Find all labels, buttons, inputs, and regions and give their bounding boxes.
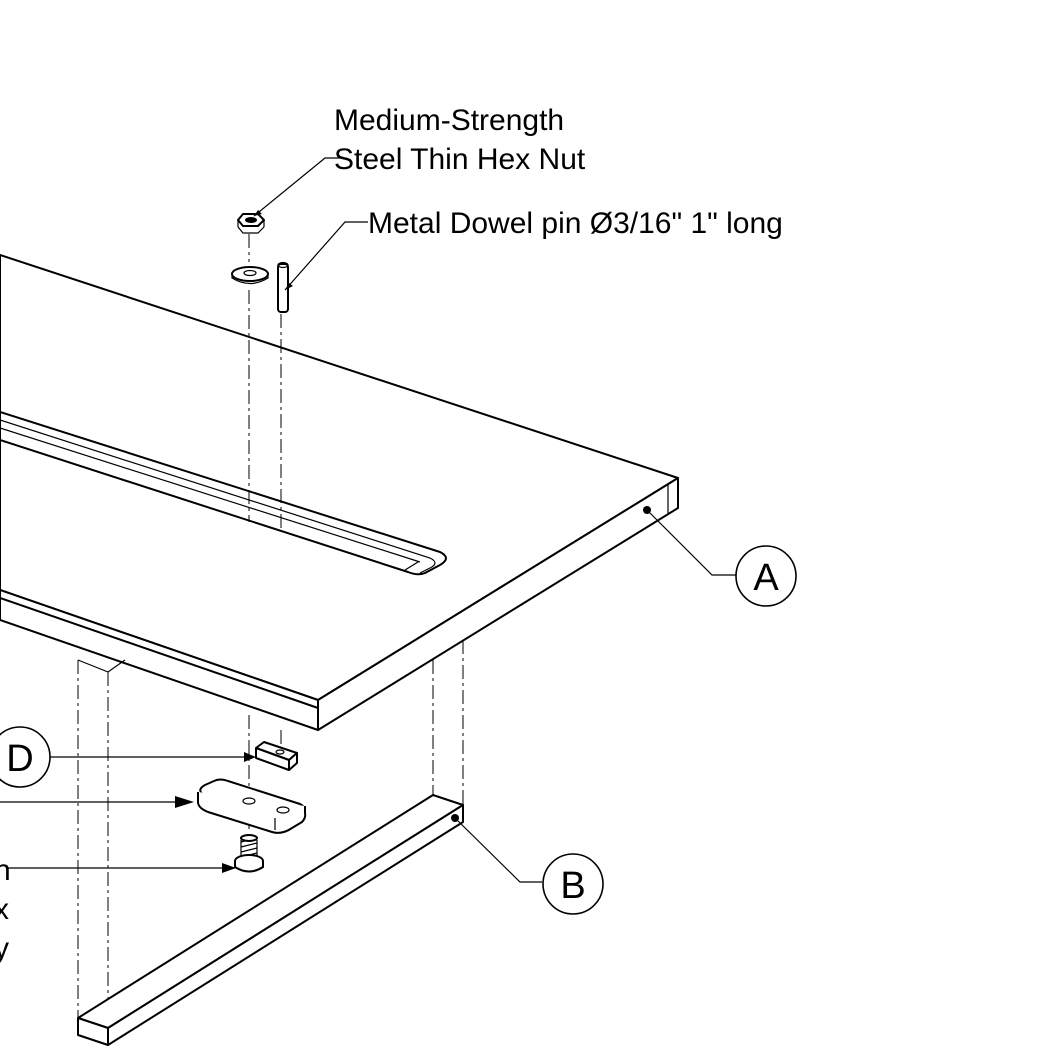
left-label-fragment-2: x — [0, 893, 9, 926]
socket-bolt — [234, 834, 264, 873]
tabletop-part-a — [0, 254, 679, 731]
callout-a: A — [735, 545, 797, 607]
hex-nut — [237, 213, 265, 234]
callout-b-text: B — [560, 865, 585, 907]
small-block-d — [255, 741, 298, 771]
nut-label-line1: Medium-Strength — [334, 104, 564, 137]
callout-b: B — [542, 853, 604, 915]
nut-label-line2: Steel Thin Hex Nut — [334, 143, 586, 176]
dowel-pin — [277, 261, 289, 313]
tabletop-slot — [0, 411, 447, 576]
callout-a-text: A — [753, 557, 779, 599]
left-label-fragment-3: y — [0, 932, 9, 965]
callout-d: D — [0, 726, 51, 788]
callout-d-text: D — [6, 738, 33, 780]
projection-lines — [77, 640, 464, 1030]
leader-lines — [0, 157, 736, 883]
dowel-label: Metal Dowel pin Ø3/16" 1" long — [368, 207, 783, 240]
rail-part-b — [77, 794, 464, 1046]
left-label-fragment-1: n — [0, 854, 11, 887]
washer — [231, 266, 269, 285]
mounting-plate — [197, 778, 307, 834]
